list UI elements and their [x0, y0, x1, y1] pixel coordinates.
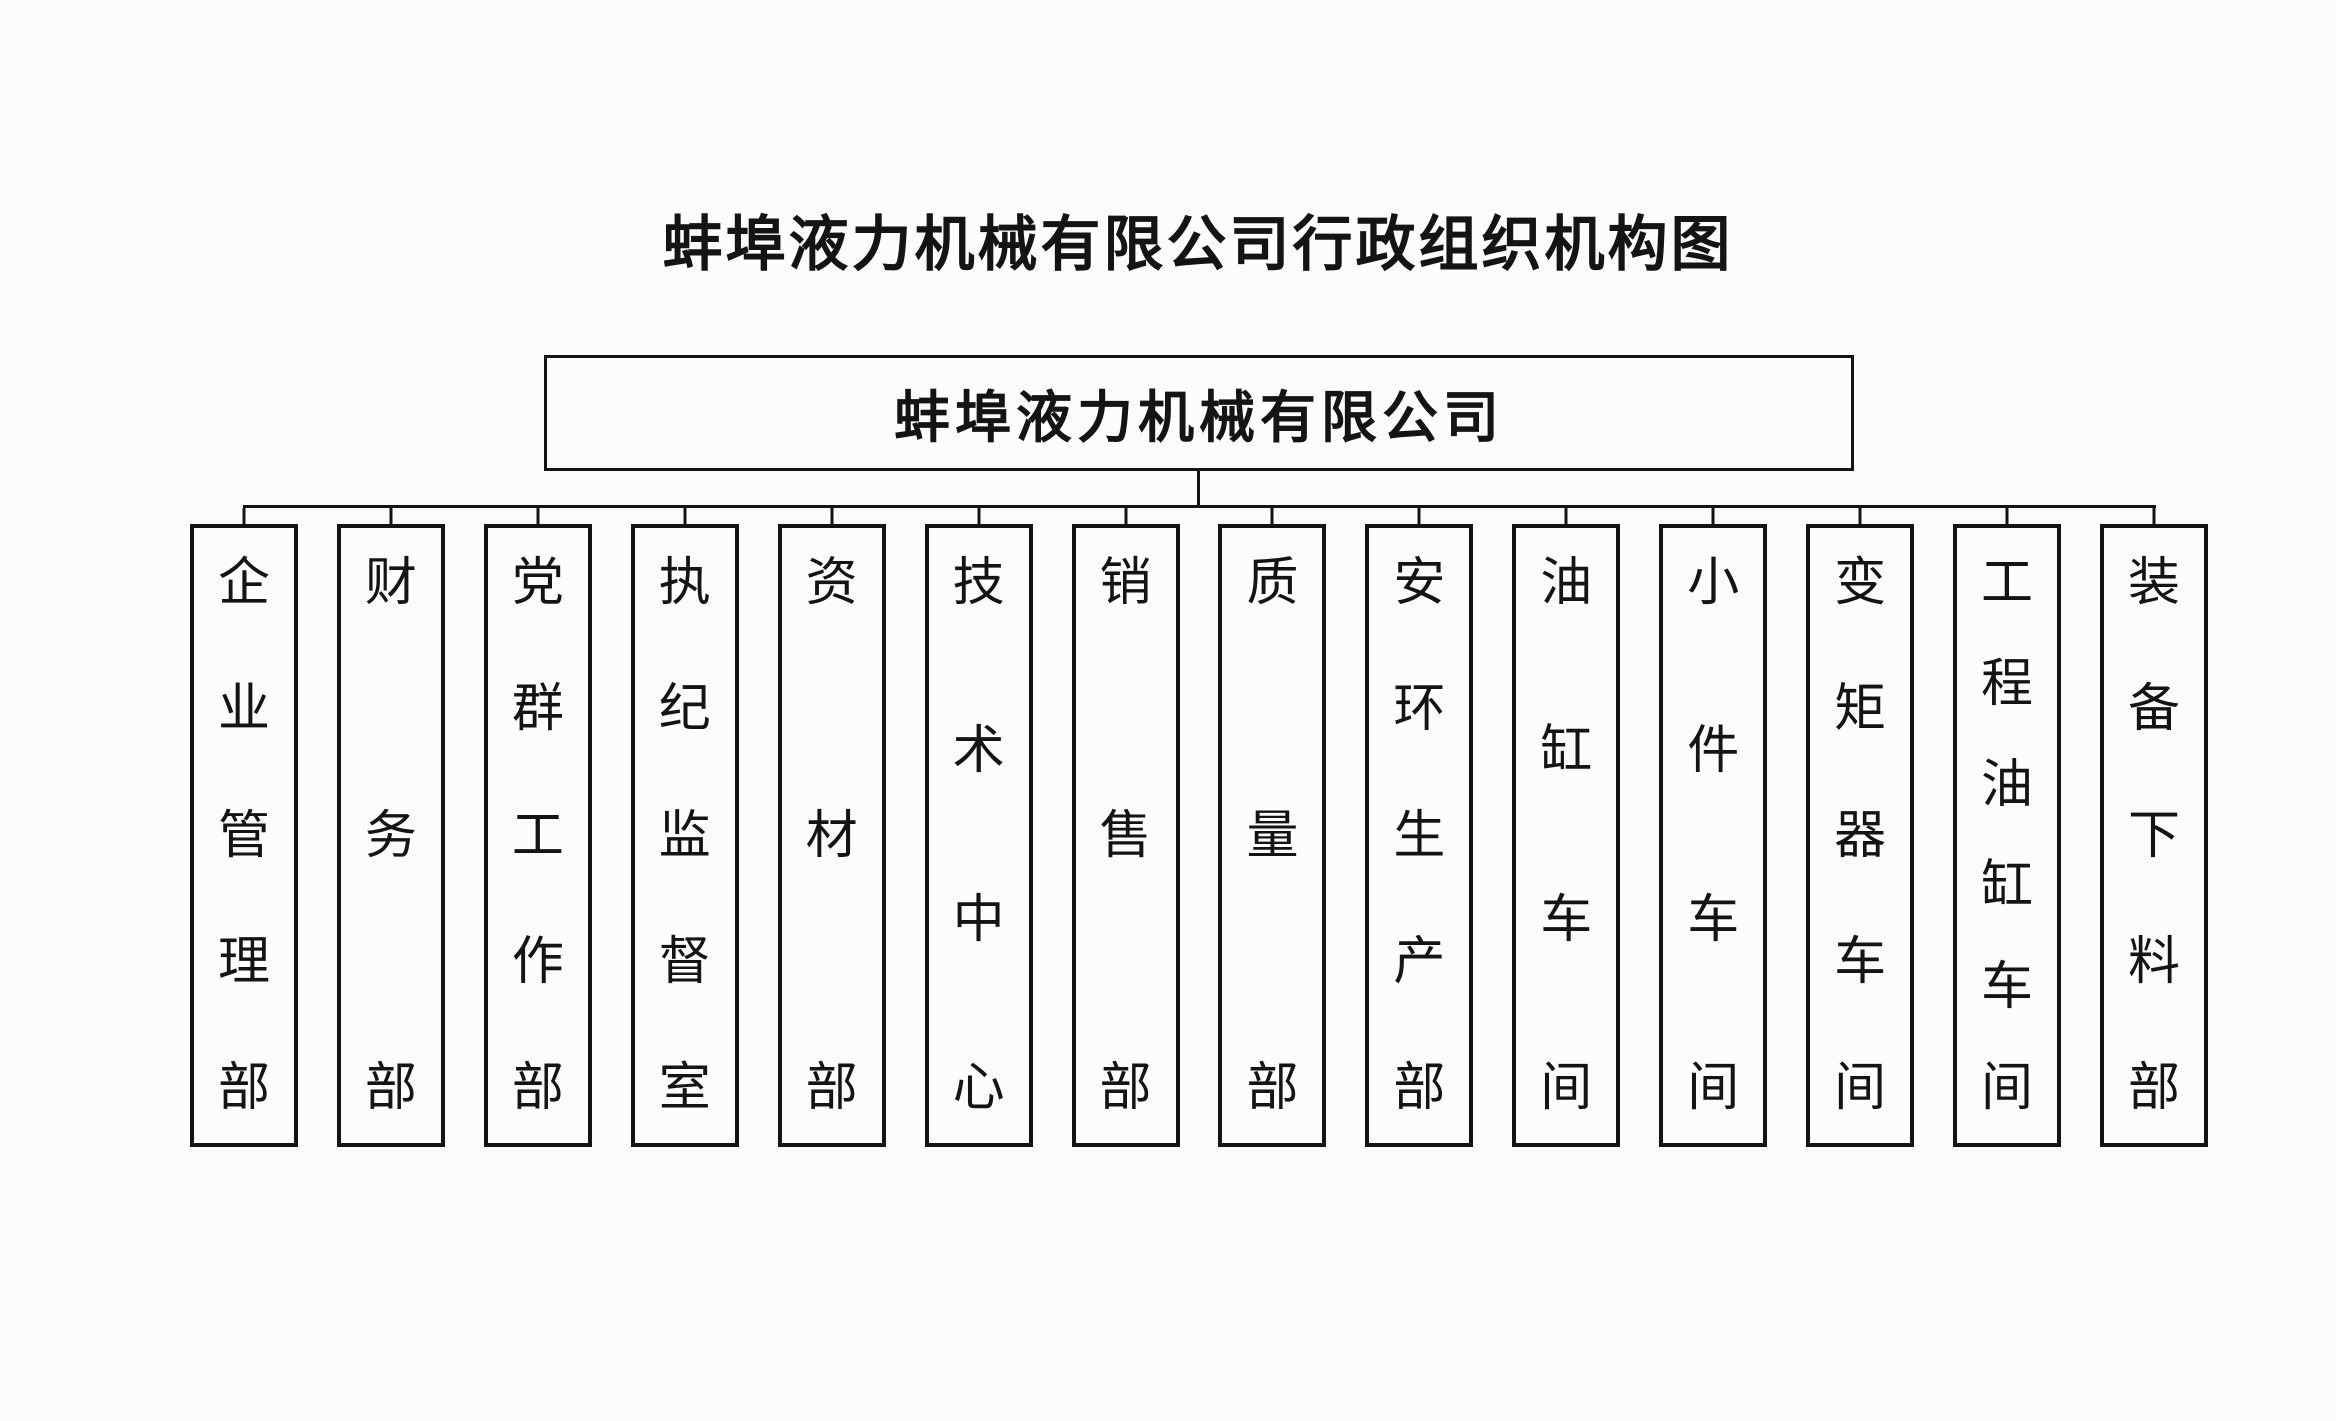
dept-box-quality: 质量部	[1218, 524, 1327, 1147]
dept-label: 企业管理部	[194, 528, 294, 1143]
dept-label-char: 部	[1246, 1060, 1299, 1117]
dept-label-char: 室	[658, 1060, 711, 1117]
dept-label: 装备下料部	[2104, 528, 2204, 1143]
dept-label-char: 间	[1981, 1060, 2034, 1117]
dept-label-char: 资	[805, 555, 858, 612]
dept-label-char: 财	[364, 555, 417, 612]
dept-label-char: 间	[1687, 1059, 1740, 1117]
dept-label-char: 部	[1099, 1060, 1152, 1117]
dept-box-engineering-cylinder-workshop: 工程油缸车间	[1953, 524, 2062, 1147]
dept-box-cylinder-workshop: 油缸车间	[1512, 524, 1621, 1147]
dept-label-char: 工	[511, 807, 564, 865]
dept-label: 销售部	[1076, 528, 1176, 1143]
dept-label-char: 油	[1540, 555, 1593, 612]
dept-label-char: 材	[805, 807, 858, 865]
dept-label-char: 术	[952, 723, 1005, 781]
dept-label-char: 油	[1981, 757, 2034, 814]
dept-label-char: 管	[217, 807, 270, 865]
dept-label: 技术中心	[929, 528, 1029, 1143]
org-root-label: 蚌埠液力机械有限公司	[894, 387, 1504, 450]
dept-label: 油缸车间	[1516, 528, 1616, 1143]
connector-stem	[1197, 471, 1200, 507]
dept-label: 资材部	[782, 528, 882, 1143]
dept-box-party-mass-work: 党群工作部	[483, 524, 592, 1147]
dept-label-char: 工	[1981, 555, 2034, 612]
dept-label-char: 程	[1981, 656, 2034, 713]
dept-label-char: 业	[217, 681, 270, 739]
dept-label: 变矩器车间	[1810, 528, 1910, 1143]
dept-label: 党群工作部	[488, 528, 588, 1143]
dept-label-char: 部	[1393, 1060, 1446, 1117]
org-root-box: 蚌埠液力机械有限公司	[544, 355, 1854, 471]
dept-label-char: 技	[952, 555, 1005, 612]
dept-label-char: 件	[1687, 723, 1740, 781]
dept-label-char: 缸	[1981, 858, 2034, 915]
dept-label-char: 企	[217, 555, 270, 612]
dept-label-char: 缸	[1540, 723, 1593, 781]
dept-label-char: 售	[1099, 807, 1152, 865]
dept-box-technology-center: 技术中心	[924, 524, 1033, 1147]
dept-box-finance: 财务部	[336, 524, 445, 1147]
dept-label-char: 纪	[658, 681, 711, 739]
dept-box-small-parts-workshop: 小件车间	[1659, 524, 1768, 1147]
dept-label-char: 小	[1687, 555, 1740, 612]
dept-label-char: 环	[1393, 681, 1446, 739]
dept-label-char: 部	[511, 1060, 564, 1117]
dept-label-char: 心	[952, 1059, 1005, 1117]
dept-label-char: 间	[1834, 1060, 1887, 1117]
dept-label-char: 装	[2127, 555, 2180, 612]
dept-label: 执纪监督室	[635, 528, 735, 1143]
dept-label-char: 车	[1834, 933, 1887, 991]
dept-label-char: 部	[2127, 1060, 2180, 1117]
connector-horizontal-line	[243, 505, 2156, 508]
dept-box-materials: 资材部	[777, 524, 886, 1147]
dept-label: 工程油缸车间	[1957, 528, 2057, 1143]
dept-label-char: 部	[217, 1060, 270, 1117]
dept-label-char: 部	[805, 1060, 858, 1117]
dept-label-char: 器	[1834, 807, 1887, 865]
dept-label-char: 执	[658, 555, 711, 612]
dept-box-torque-converter-workshop: 变矩器车间	[1806, 524, 1915, 1147]
dept-label-char: 车	[1981, 959, 2034, 1016]
dept-label-char: 产	[1393, 933, 1446, 991]
dept-label-char: 车	[1540, 891, 1593, 949]
dept-label-char: 群	[511, 681, 564, 739]
dept-label-char: 务	[364, 807, 417, 865]
dept-label-char: 中	[952, 891, 1005, 949]
dept-label-char: 安	[1393, 555, 1446, 612]
dept-box-enterprise-management: 企业管理部	[190, 524, 298, 1147]
dept-label: 安环生产部	[1369, 528, 1469, 1143]
dept-label-char: 监	[658, 807, 711, 865]
dept-label-char: 备	[2127, 681, 2180, 739]
dept-label: 财务部	[341, 528, 441, 1143]
dept-label-char: 销	[1099, 555, 1152, 612]
dept-box-equipment-blanking: 装备下料部	[2099, 524, 2208, 1147]
dept-label-char: 部	[364, 1060, 417, 1117]
dept-label-char: 车	[1687, 891, 1740, 949]
dept-label-char: 理	[217, 933, 270, 991]
dept-label-char: 量	[1246, 807, 1299, 865]
dept-box-safety-env-production: 安环生产部	[1365, 524, 1474, 1147]
dept-label-char: 作	[511, 933, 564, 991]
dept-box-discipline-supervision: 执纪监督室	[630, 524, 739, 1147]
dept-box-sales: 销售部	[1071, 524, 1180, 1147]
dept-label-char: 生	[1393, 807, 1446, 865]
dept-label: 小件车间	[1663, 528, 1763, 1143]
dept-label-char: 督	[658, 933, 711, 991]
departments-row: 企业管理部 财务部 党群工作部 执纪监督室 资材部 技术中心 销售部 质量部 安…	[190, 524, 2208, 1147]
dept-label-char: 质	[1246, 555, 1299, 612]
dept-label-char: 矩	[1834, 681, 1887, 739]
dept-label: 质量部	[1222, 528, 1322, 1143]
dept-label-char: 间	[1540, 1059, 1593, 1117]
page-title: 蚌埠液力机械有限公司行政组织机构图	[662, 212, 1734, 278]
dept-label-char: 下	[2127, 807, 2180, 865]
dept-label-char: 变	[1834, 555, 1887, 612]
dept-label-char: 党	[511, 555, 564, 612]
dept-label-char: 料	[2127, 933, 2180, 991]
